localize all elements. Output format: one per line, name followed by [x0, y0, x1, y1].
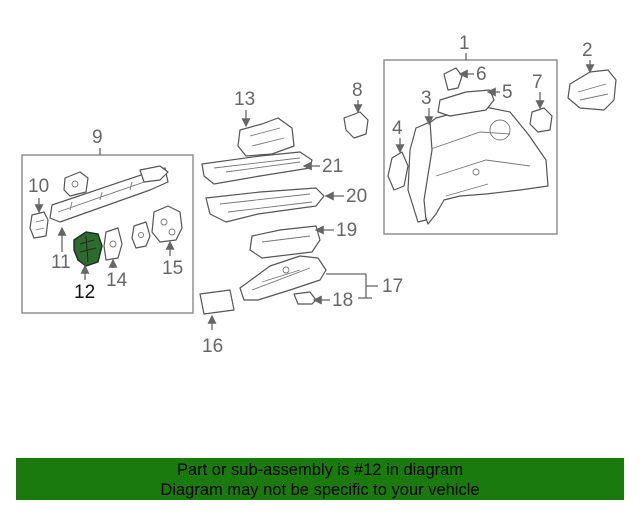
info-banner: Part or sub-assembly is #12 in diagram D…	[16, 458, 624, 500]
callout-20: 20	[346, 186, 367, 207]
callout-16: 16	[202, 336, 223, 357]
callout-11: 11	[51, 252, 71, 273]
part-20-rail	[205, 187, 325, 223]
group-box-1	[383, 59, 558, 235]
part-3-panel	[407, 121, 433, 223]
part-12-highlighted	[73, 231, 103, 267]
callout-10: 10	[28, 176, 49, 197]
part-2-bracket	[567, 69, 617, 111]
part-16-pad	[199, 289, 235, 315]
callout-21: 21	[322, 156, 343, 177]
part-7-bracket	[529, 107, 553, 133]
callout-4: 4	[392, 118, 403, 139]
callout-12: 12	[74, 282, 95, 303]
callout-8: 8	[352, 80, 363, 101]
callout-13: 13	[234, 89, 255, 110]
callout-19: 19	[336, 220, 357, 241]
part-8-bracket	[343, 111, 369, 139]
part-14-plate	[103, 227, 123, 261]
callout-14: 14	[106, 270, 128, 291]
banner-line-2: Diagram may not be specific to your vehi…	[160, 481, 480, 499]
parts-diagram: 9 1 10 11 12 14 15	[21, 33, 617, 357]
part-10-bracket	[29, 211, 49, 239]
part-15-mount	[151, 205, 183, 243]
callout-6: 6	[476, 64, 487, 85]
callout-1: 1	[459, 33, 470, 54]
part-6-bracket	[443, 67, 463, 91]
part-4-bracket	[387, 151, 409, 191]
part-19-reinforcement	[249, 225, 321, 259]
part-13-bracket	[237, 117, 295, 157]
front-side-member-part	[49, 165, 169, 223]
callout-15: 15	[162, 258, 183, 279]
callout-2: 2	[582, 40, 593, 61]
part-21-rail	[201, 151, 313, 185]
callout-3: 3	[421, 88, 432, 109]
callout-5: 5	[502, 82, 513, 103]
callout-9: 9	[92, 127, 103, 148]
front-apron-part	[415, 105, 549, 225]
part-5-bracket	[437, 89, 495, 117]
callout-7: 7	[532, 72, 543, 93]
banner-line-1: Part or sub-assembly is #12 in diagram	[176, 461, 464, 479]
callout-18: 18	[332, 290, 353, 311]
group-box-9	[21, 154, 194, 314]
callout-17: 17	[382, 276, 403, 297]
part-17-member	[239, 255, 327, 301]
part-18-plate	[293, 291, 317, 305]
part-small-bracket	[131, 221, 151, 249]
